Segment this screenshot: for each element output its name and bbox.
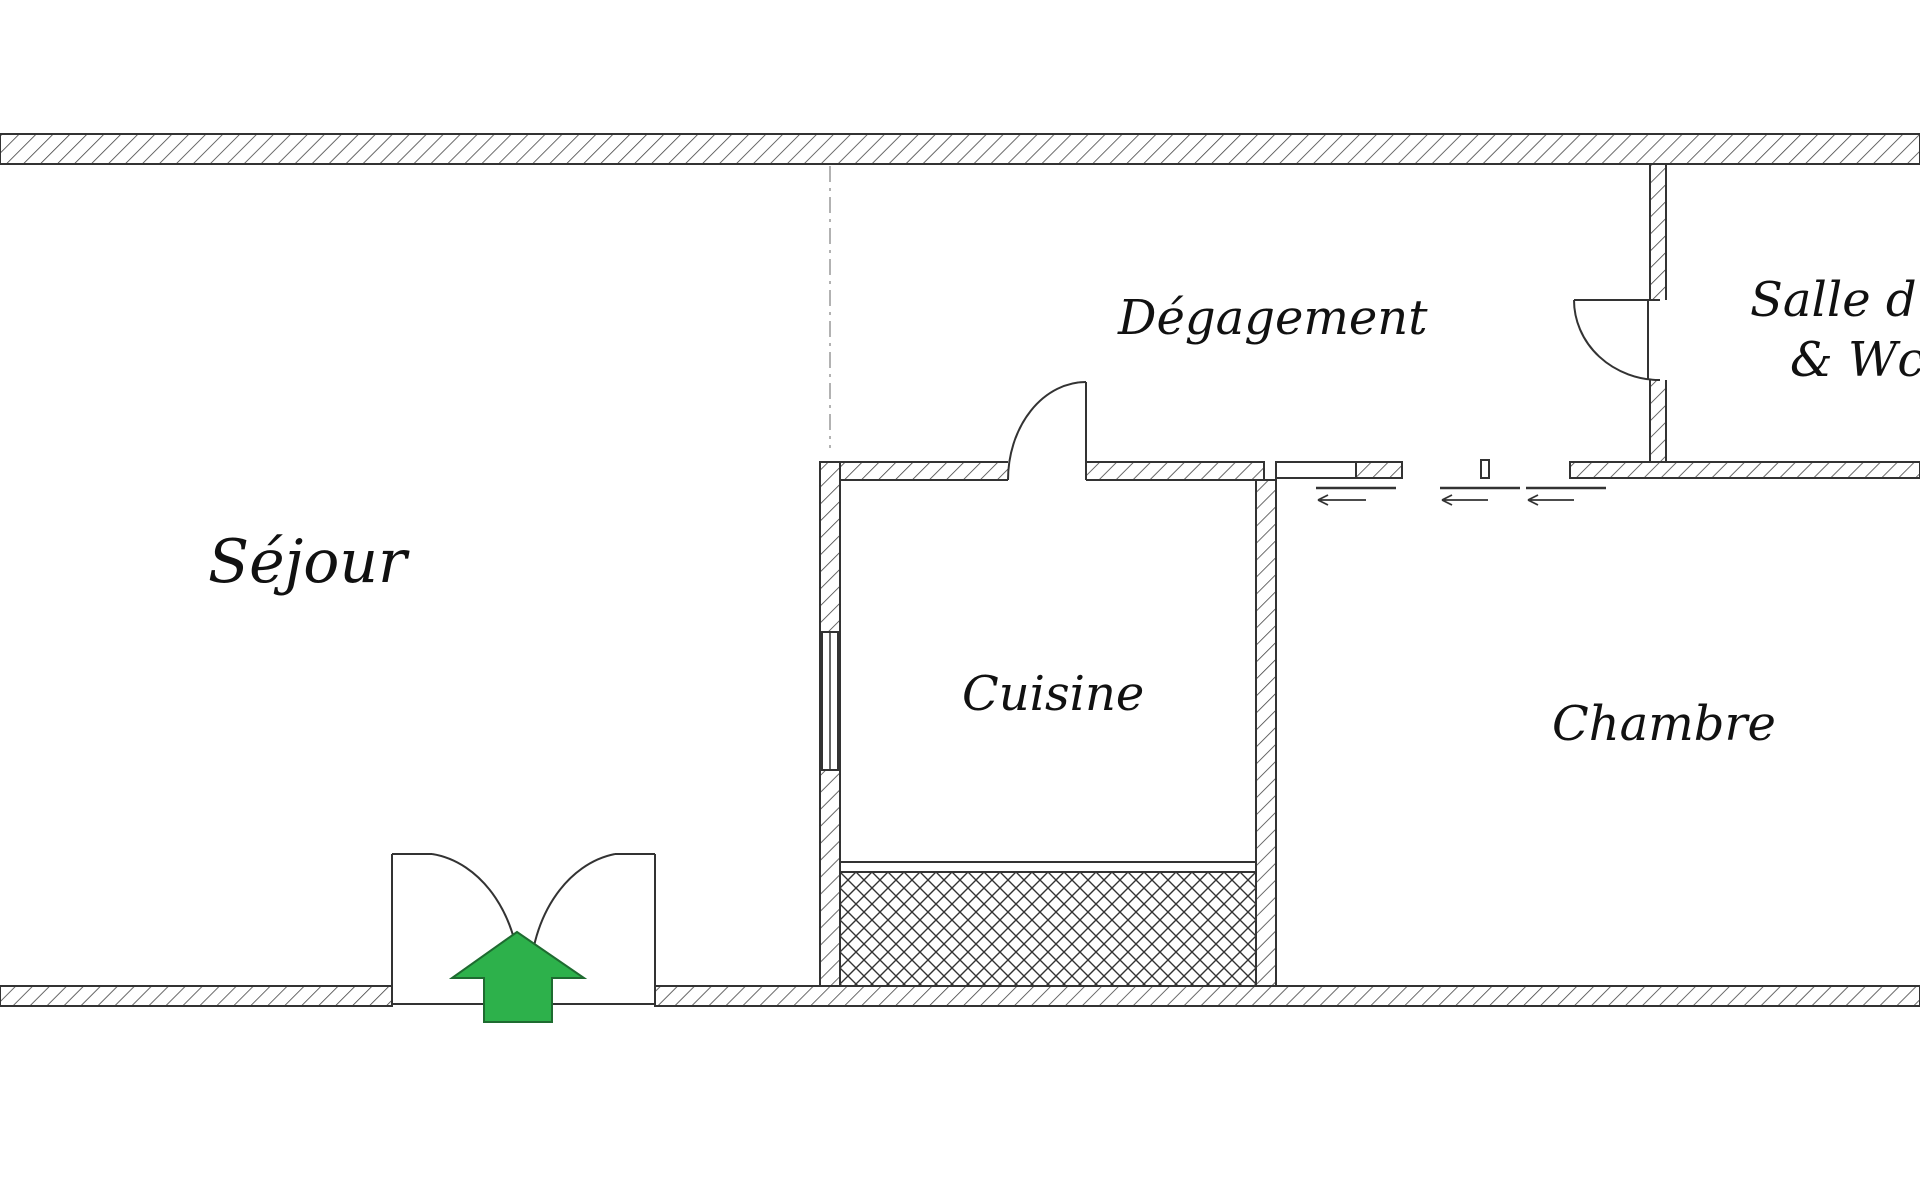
label-salle-line1: Salle d'eau	[1750, 272, 1920, 328]
label-salle-line2: & Wc	[1790, 332, 1920, 388]
wall-top	[0, 133, 1920, 165]
salle-door-opening	[1648, 300, 1668, 380]
label-sejour: Séjour	[208, 527, 410, 597]
label-degagement: Dégagement	[1117, 290, 1428, 346]
wall-bottom-left	[0, 985, 393, 1007]
salle-door-swing	[1573, 299, 1661, 381]
kitchen-inner	[839, 479, 1257, 863]
wall-chambre-top-c	[1569, 461, 1920, 479]
wall-chambre-top-a	[1275, 461, 1357, 479]
kitchen-door-swing	[1007, 381, 1087, 481]
label-chambre: Chambre	[1552, 696, 1776, 752]
wall-bottom-right	[654, 985, 1920, 1007]
wall-chambre-top-b	[1355, 461, 1403, 479]
kitchen-door-opening	[1008, 460, 1086, 482]
sliding-arrow-3	[1527, 494, 1574, 506]
sliding-arrow-1	[1317, 494, 1366, 506]
sliding-arrow-2	[1441, 494, 1488, 506]
wall-kitchen-right	[1255, 479, 1277, 987]
sliding-door-post	[1480, 459, 1490, 479]
label-cuisine: Cuisine	[962, 666, 1144, 722]
kitchen-counter	[839, 871, 1257, 987]
up-arrow-icon	[448, 930, 588, 1023]
